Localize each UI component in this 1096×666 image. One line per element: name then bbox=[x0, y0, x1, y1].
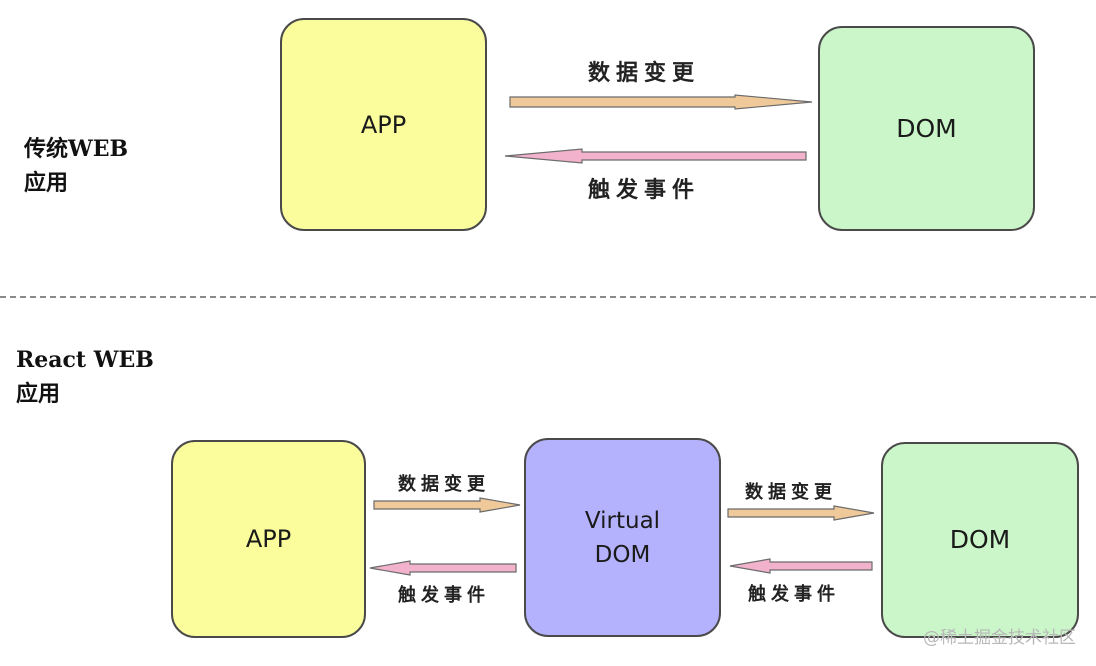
traditional-web-label: 传统WEB 应用 bbox=[24, 132, 128, 200]
traditional-forward-arrow bbox=[509, 94, 813, 110]
react-web-label: React WEB 应用 bbox=[16, 343, 154, 411]
watermark: @稀土掘金技术社区 bbox=[923, 628, 1076, 648]
react-dom-label: DOM bbox=[949, 525, 1011, 554]
react-forward-right-arrow bbox=[727, 505, 875, 521]
react-forward-left-arrow bbox=[373, 497, 521, 513]
section-divider bbox=[0, 296, 1096, 298]
traditional-forward-label: 数据变更 bbox=[588, 60, 701, 86]
react-backward-right-label: 触发事件 bbox=[748, 584, 840, 605]
traditional-backward-arrow bbox=[504, 148, 807, 164]
react-web-label-line2: 应用 bbox=[16, 381, 61, 407]
react-forward-left-label: 数据变更 bbox=[398, 474, 490, 495]
traditional-web-label-line1: 传统WEB bbox=[24, 136, 129, 162]
traditional-app-box: APP bbox=[280, 18, 487, 231]
react-app-box: APP bbox=[171, 440, 366, 638]
traditional-web-label-line2: 应用 bbox=[24, 170, 69, 196]
virtual-dom-label-line1: Virtual bbox=[584, 507, 661, 534]
react-backward-right-arrow bbox=[729, 558, 873, 574]
virtual-dom-label-line2: DOM bbox=[594, 541, 651, 568]
react-backward-left-arrow bbox=[369, 560, 517, 576]
traditional-app-label: APP bbox=[360, 110, 407, 139]
react-backward-left-label: 触发事件 bbox=[398, 585, 490, 606]
traditional-dom-box: DOM bbox=[818, 26, 1035, 231]
virtual-dom-box: Virtual DOM bbox=[524, 438, 721, 637]
react-dom-box: DOM bbox=[881, 442, 1079, 638]
traditional-dom-label: DOM bbox=[896, 113, 957, 143]
react-web-label-line1: React WEB bbox=[16, 347, 154, 373]
react-forward-right-label: 数据变更 bbox=[745, 482, 837, 503]
traditional-backward-label: 触发事件 bbox=[588, 177, 701, 203]
react-app-label: APP bbox=[245, 525, 292, 553]
